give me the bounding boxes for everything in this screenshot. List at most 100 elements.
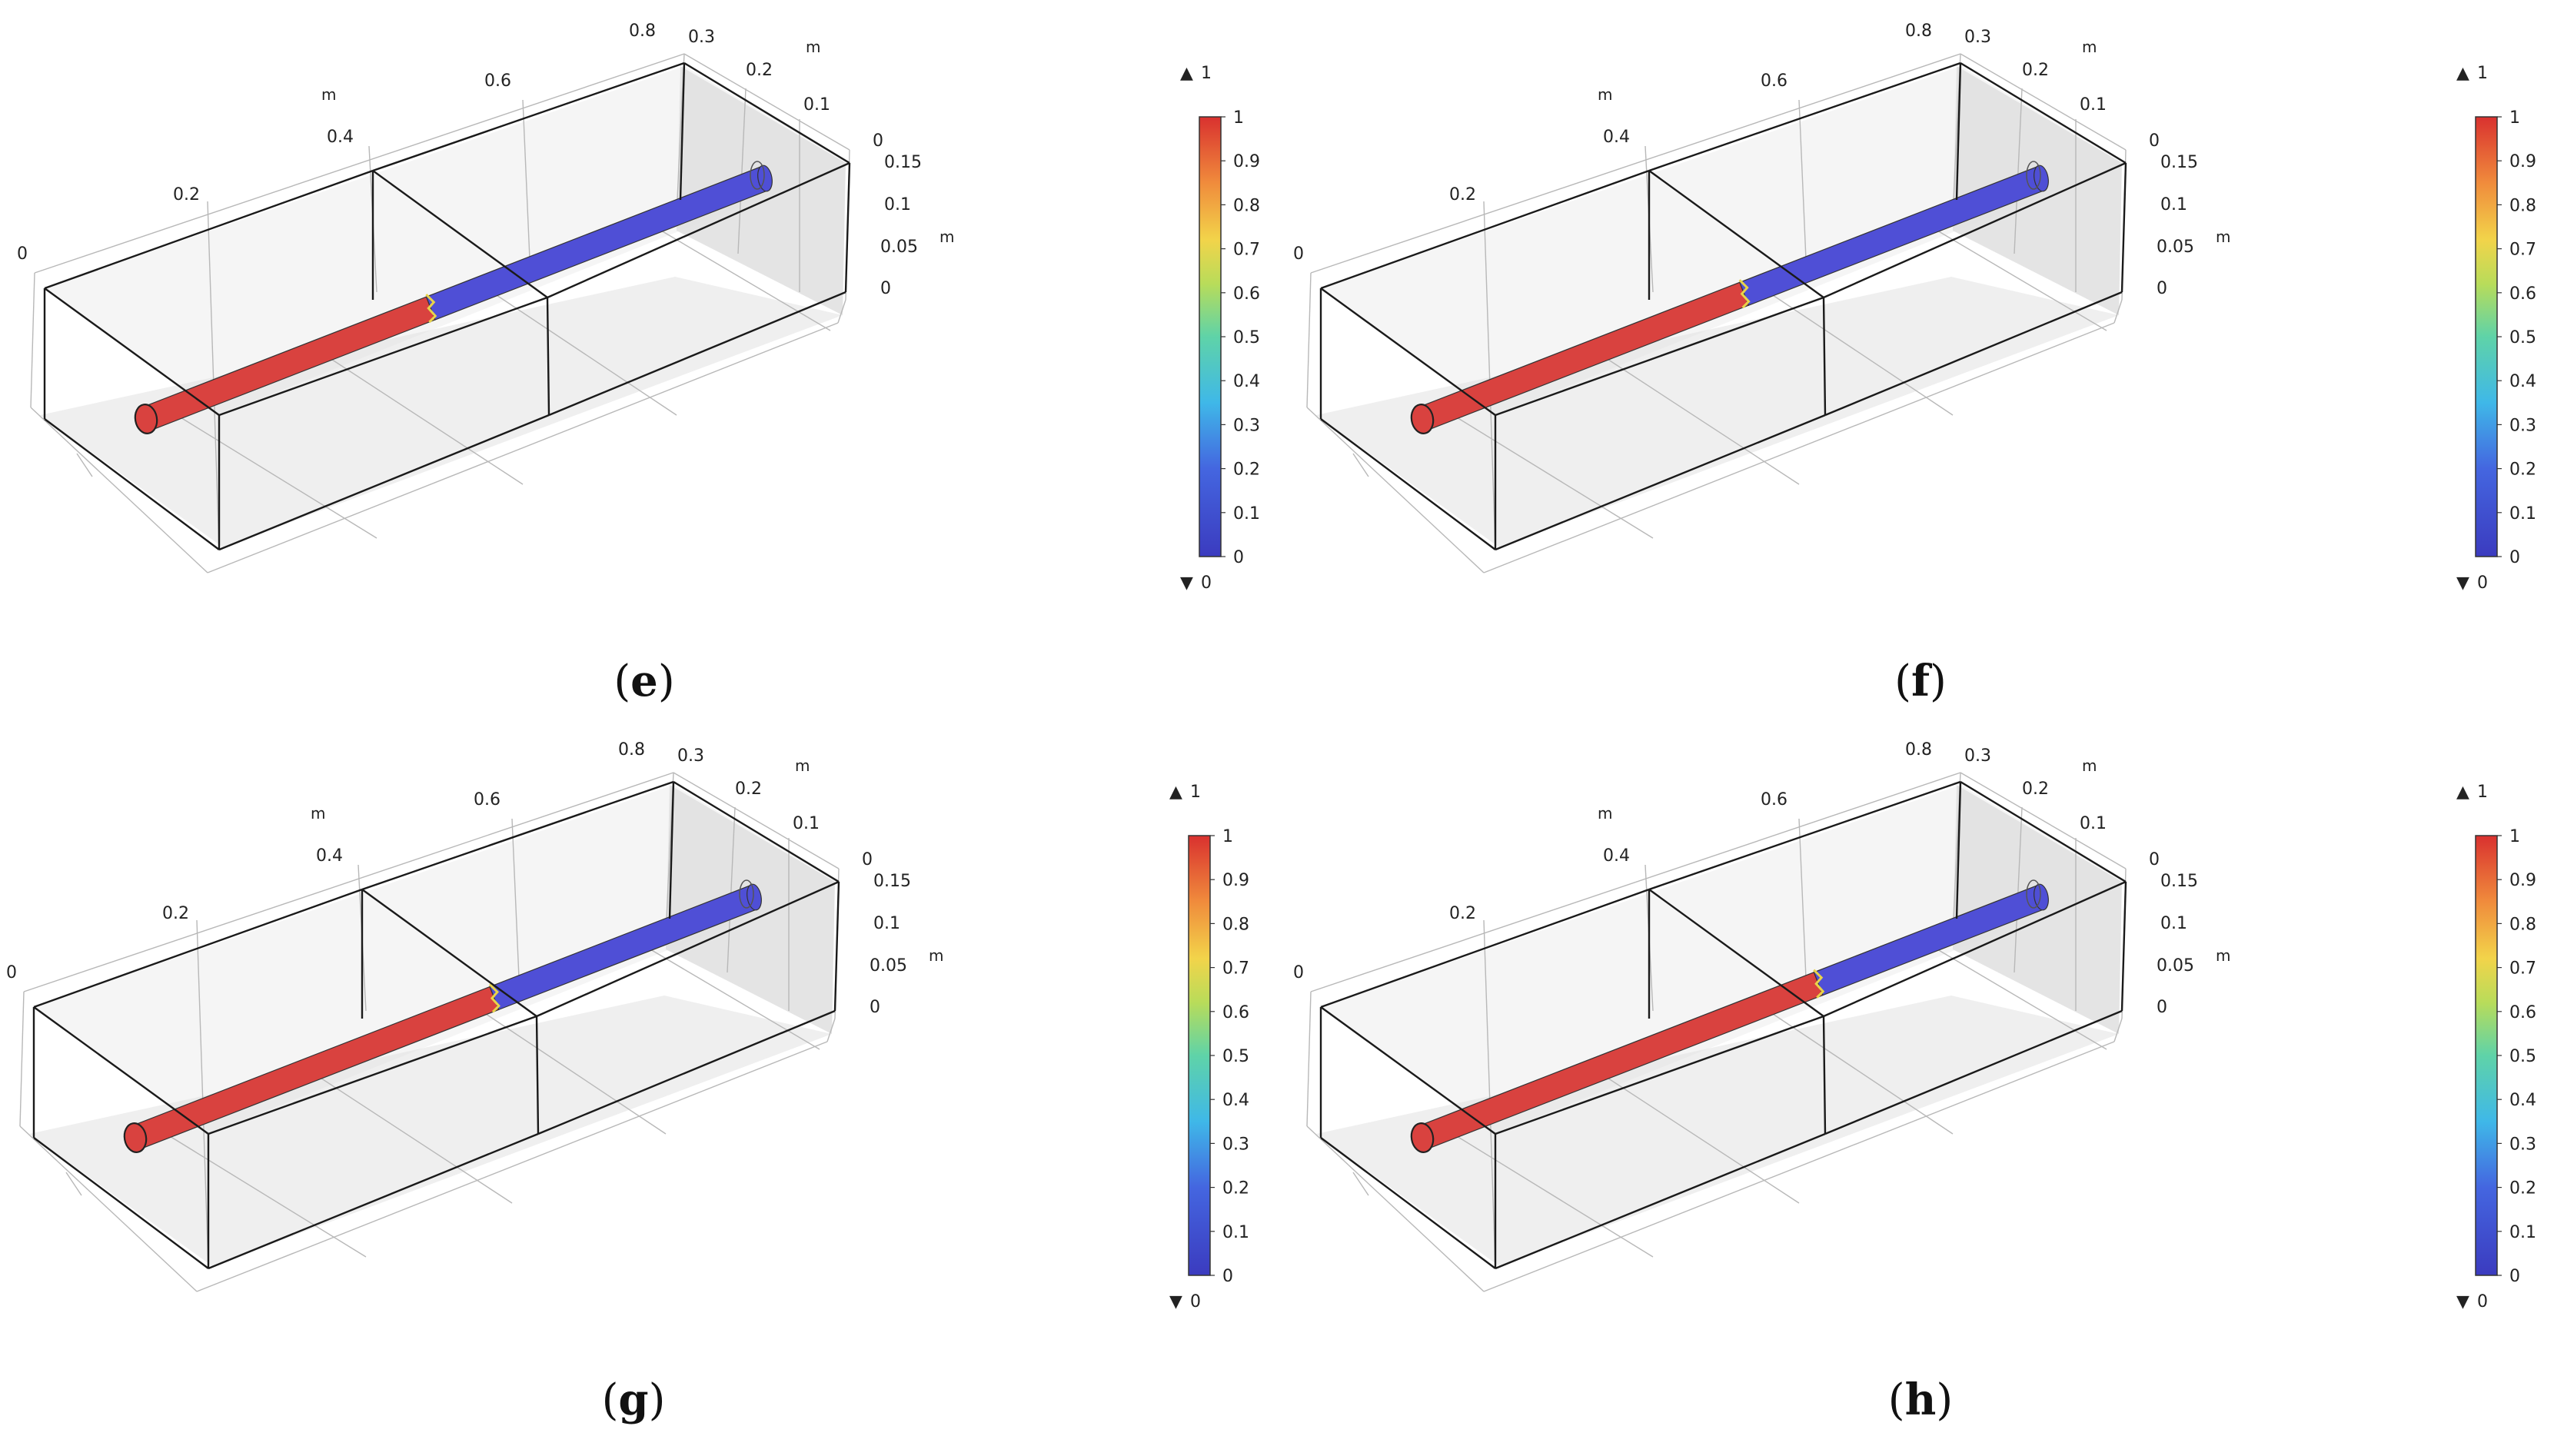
colorbar-label: 0.5	[1233, 328, 1260, 347]
z-tick-label: 0.15	[873, 872, 911, 891]
panel-caption: (f)	[1894, 656, 1947, 706]
x-tick-label: 0	[6, 963, 17, 982]
grid-line	[1768, 291, 1954, 416]
colorbar-scale	[2475, 835, 2498, 1276]
box-edge	[844, 162, 851, 293]
caption-letter: g	[618, 1375, 648, 1425]
z-tick-label: 0.1	[2160, 914, 2187, 933]
colorbar-max-marker: 1	[2477, 783, 2488, 802]
y-tick-label: 0.3	[1964, 28, 1991, 47]
colorbar-label: 0.1	[2509, 504, 2536, 524]
z-tick-label: 0	[880, 279, 891, 298]
phase-interface	[1738, 279, 1751, 309]
x-tick-label: 0	[1293, 963, 1304, 982]
colorbar-label: 0.4	[1222, 1091, 1249, 1110]
top-shade	[1321, 785, 2126, 1134]
caption-letter: f	[1911, 656, 1933, 706]
z-tick-label: 0	[2157, 279, 2167, 298]
grid-line	[727, 806, 736, 973]
box-edge	[1823, 161, 2127, 299]
grid-line	[30, 272, 35, 408]
y-axis-unit: m	[2082, 756, 2097, 775]
box-edge	[1320, 888, 1650, 1009]
box-edge	[1495, 296, 1824, 417]
caption-open-paren: (	[614, 657, 630, 706]
colorbar-scale	[1188, 835, 1211, 1276]
box-edge	[33, 1137, 209, 1269]
grid-line	[1310, 772, 1961, 992]
box-edge	[547, 161, 850, 299]
box-edge	[1495, 1015, 1824, 1135]
grid-line	[2014, 88, 2023, 254]
grid-line	[1306, 1125, 1485, 1292]
colorbar-label: 0.3	[1222, 1135, 1249, 1154]
colorbar-min-arrow-icon: ▼	[2456, 1292, 2469, 1311]
grid-line	[1768, 1010, 1954, 1135]
y-tick-label: 0.2	[746, 61, 773, 80]
phase-interface	[1813, 969, 1825, 999]
x-tick-label: 0.2	[1449, 904, 1476, 923]
box-edge	[372, 170, 548, 298]
grid-line	[207, 322, 839, 573]
box-edge	[536, 880, 840, 1018]
colorbar-label: 0.3	[2509, 416, 2536, 435]
grid-line	[1452, 1133, 1654, 1258]
box-edge	[1320, 1137, 1496, 1269]
x-tick-label: 0.8	[1905, 740, 1932, 760]
caption-open-paren: (	[602, 1375, 619, 1425]
colorbar-min-arrow-icon: ▼	[2456, 573, 2469, 593]
grid-line	[650, 949, 820, 1050]
grid-line	[2113, 299, 2123, 324]
colorbar-label: 0.8	[1233, 196, 1260, 215]
box-edge	[44, 418, 220, 550]
colorbar-label: 0.4	[2509, 1091, 2536, 1110]
colorbar-max-arrow-icon: ▲	[2456, 64, 2469, 83]
grid-line	[1452, 414, 1654, 539]
colorbar-min-marker: 0	[2477, 1292, 2488, 1311]
floor-shade	[29, 996, 832, 1266]
colorbar-label: 0.9	[1233, 152, 1260, 171]
z-tick-label: 0.05	[870, 956, 907, 976]
y-tick-label: 0.1	[2080, 814, 2107, 833]
colorbar-min-marker: 0	[1201, 573, 1212, 593]
colorbar-label: 0	[1222, 1267, 1233, 1286]
box-edge	[1648, 780, 1961, 891]
y-tick-label: 0.1	[2080, 95, 2107, 115]
box-edge	[1955, 62, 1962, 201]
z-tick-label: 0.1	[884, 195, 911, 214]
x-tick-label: 0.4	[327, 128, 354, 147]
colorbar-scale	[2475, 116, 2498, 557]
tube-inlet-cap	[1410, 404, 1435, 434]
colorbar-max-arrow-icon: ▲	[1169, 783, 1182, 802]
box-edge	[33, 888, 363, 1009]
colorbar-label: 0.5	[2509, 328, 2536, 347]
colorbar-max-marker: 1	[2477, 64, 2488, 83]
colorbar-label: 0.8	[2509, 915, 2536, 934]
x-tick-label: 0.8	[1905, 22, 1932, 41]
panel-g: 00.20.40.60.8m0.30.20.10m0.150.10.050m▲1…	[6, 740, 1249, 1425]
box-edge	[683, 61, 850, 165]
box-edge	[1960, 780, 2127, 883]
colorbar-label: 0.3	[1233, 416, 1260, 435]
pipe-outlet-ring	[2026, 161, 2041, 190]
caption-close-paren: )	[658, 657, 675, 706]
x-tick-label: 0.8	[618, 740, 645, 760]
x-tick-label: 0.6	[484, 71, 511, 91]
grid-line	[76, 453, 93, 477]
top-shade	[45, 66, 850, 415]
z-axis-unit: m	[2216, 228, 2230, 246]
z-tick-label: 0.1	[873, 914, 900, 933]
x-axis-unit: m	[311, 804, 325, 823]
colorbar-label: 0.1	[2509, 1223, 2536, 1242]
grid-line	[481, 1010, 667, 1135]
colorbar-max-marker: 1	[1190, 783, 1201, 802]
grid-line	[1937, 230, 2107, 331]
panel-f: 00.20.40.60.8m0.30.20.10m0.150.10.050m▲1…	[1293, 22, 2536, 706]
grid-line	[660, 230, 831, 331]
colorbar-label: 0.3	[2509, 1135, 2536, 1154]
panel-h: 00.20.40.60.8m0.30.20.10m0.150.10.050m▲1…	[1293, 740, 2536, 1425]
grid-line	[511, 818, 520, 996]
grid-line	[522, 99, 531, 278]
grid-line	[1798, 99, 1807, 278]
colorbar-label: 0.6	[2509, 1003, 2536, 1022]
